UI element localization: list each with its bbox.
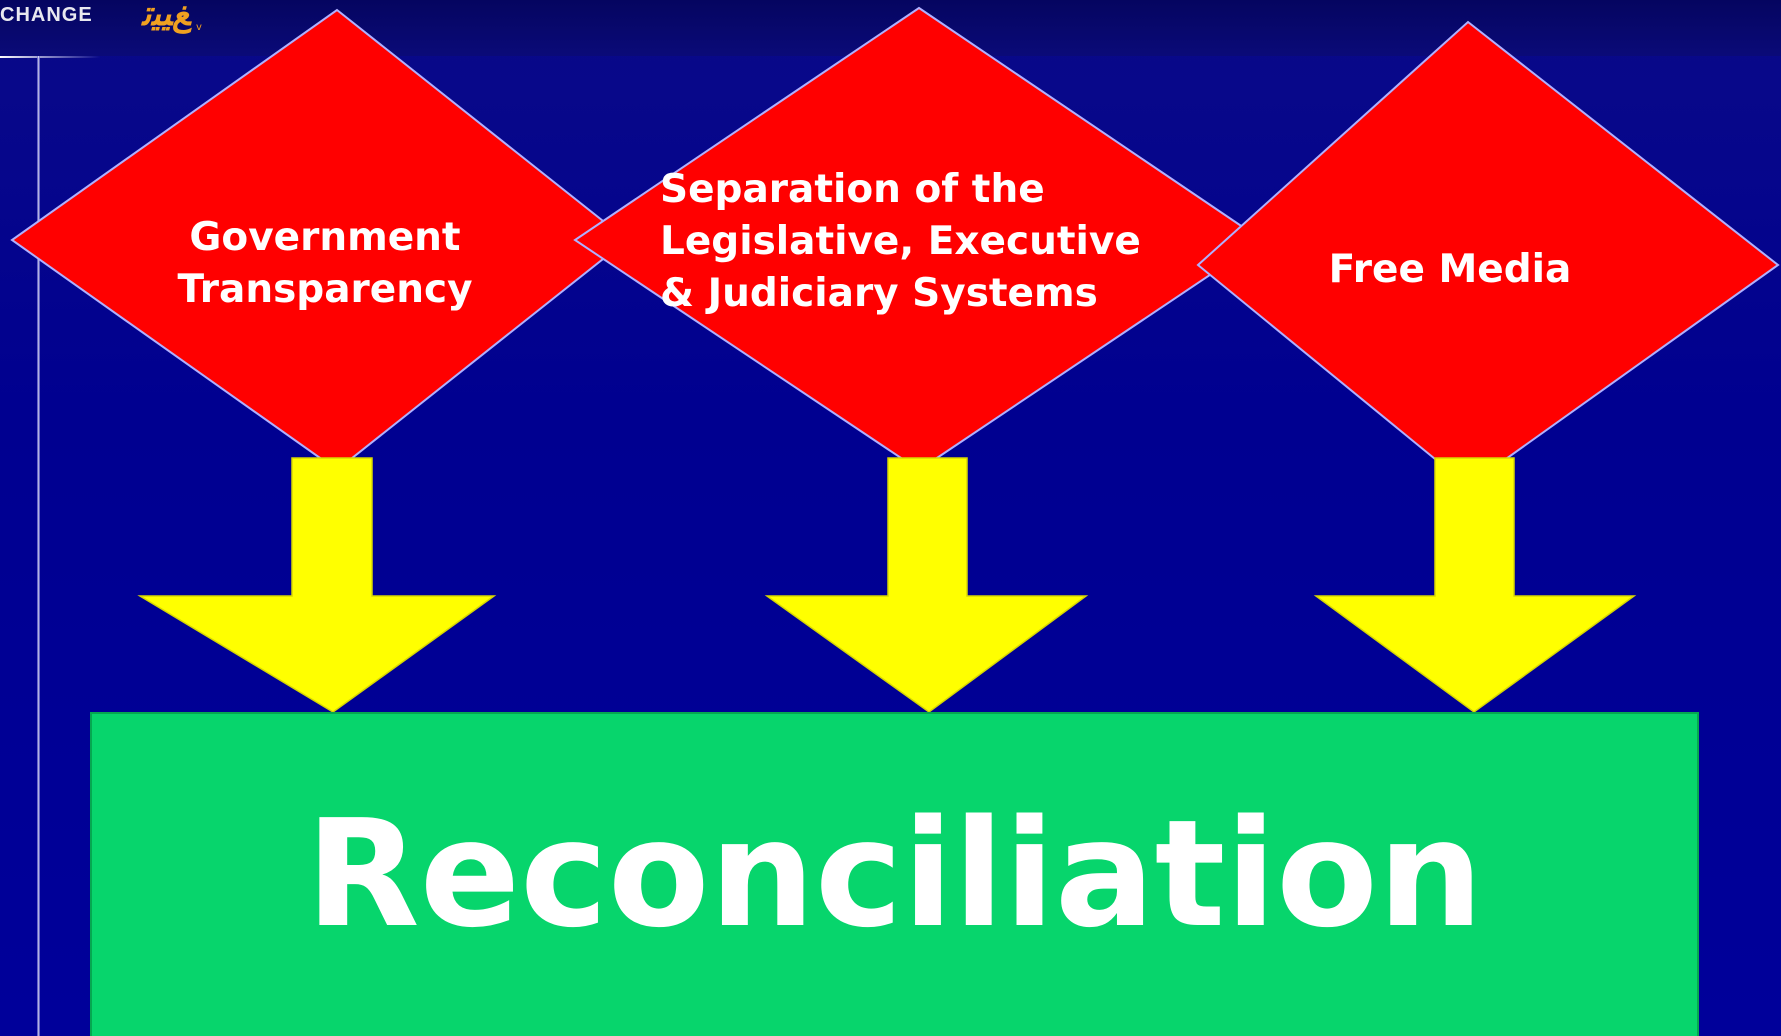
logo-text: CHANGE bbox=[0, 4, 93, 26]
left-rule bbox=[37, 56, 40, 1036]
logo: CHANGE ﻎﻴﻴﺗ v bbox=[0, 0, 300, 34]
reconciliation-box: Reconciliation bbox=[90, 712, 1699, 1036]
arrow-free-media bbox=[1313, 457, 1637, 713]
logo-dot: v bbox=[196, 22, 202, 33]
pillar-label-free-media: Free Media bbox=[1328, 247, 1572, 292]
arrow-separation-of-powers bbox=[764, 457, 1089, 713]
reconciliation-label: Reconciliation bbox=[305, 788, 1484, 960]
arrow-government-transparency bbox=[137, 457, 497, 713]
logo-mark: ﻎﻴﻴﺗ bbox=[142, 0, 191, 34]
pillar-label-government-transparency: Government Transparency bbox=[177, 215, 473, 312]
pillar-label-separation-of-powers: Separation of the Legislative, Executive… bbox=[660, 167, 1141, 316]
top-rule bbox=[0, 56, 100, 58]
